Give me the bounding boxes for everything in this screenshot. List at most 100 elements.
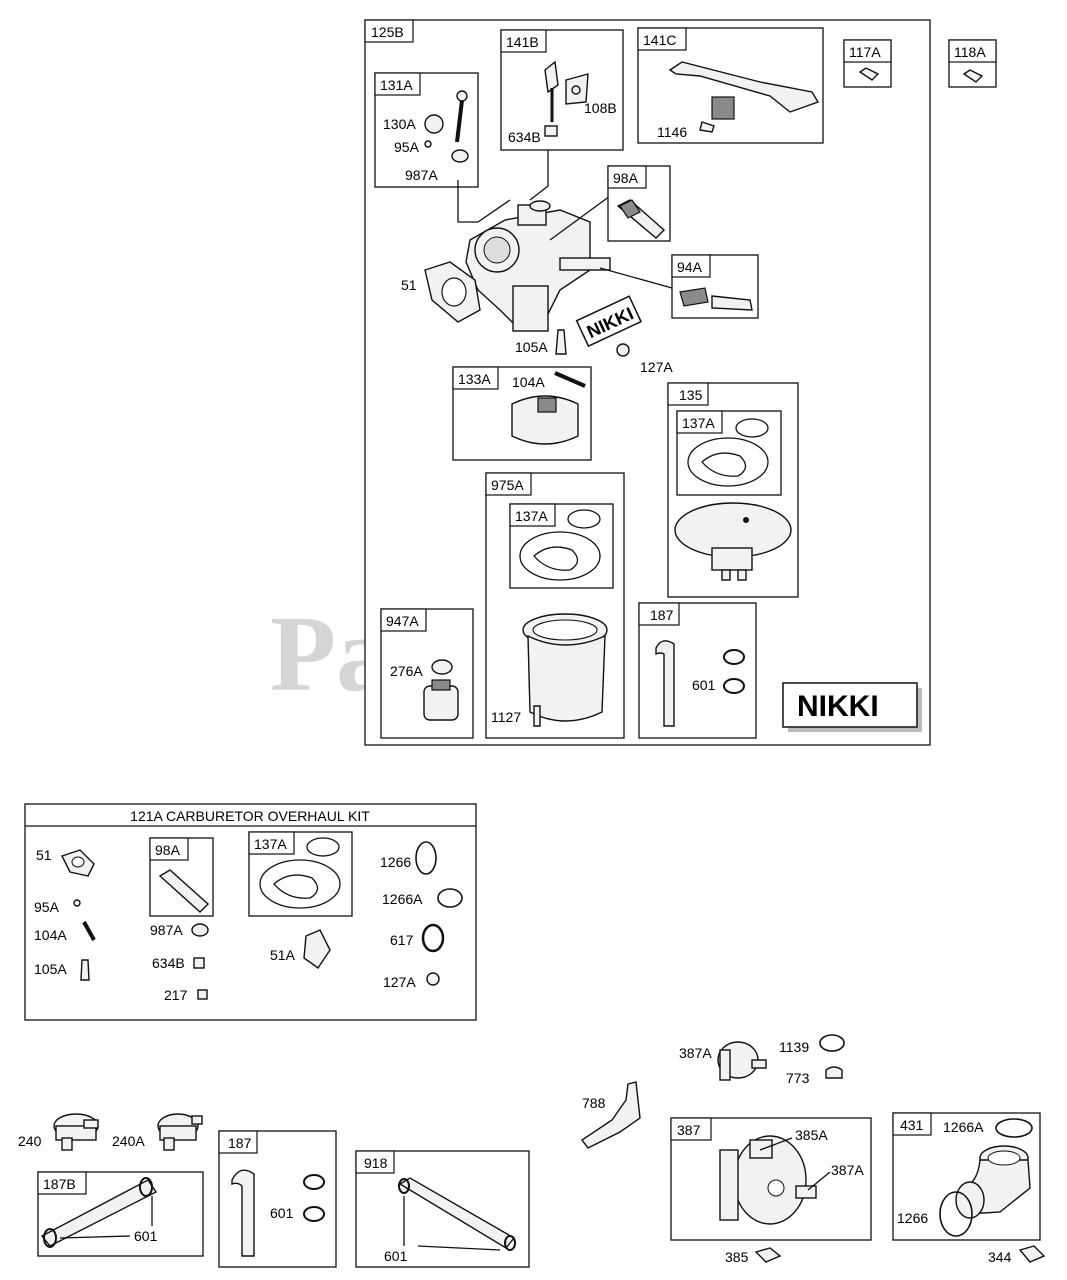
label-918: 918 — [364, 1155, 388, 1171]
label-98A: 98A — [613, 170, 639, 186]
kit-tag-137A — [248, 831, 295, 855]
kit-part-987A — [191, 923, 209, 937]
washer-276A — [431, 659, 453, 675]
label-127A: 127A — [640, 359, 673, 375]
oring-137A-upper — [735, 418, 769, 438]
kit-label-987A: 987A — [150, 922, 183, 938]
label-276A: 276A — [390, 663, 423, 679]
idle-screw-98A — [616, 199, 666, 239]
screw-385 — [754, 1247, 782, 1263]
seat-127A — [616, 343, 630, 357]
label-130A: 130A — [383, 116, 416, 132]
kit-label-617: 617 — [390, 932, 414, 948]
tag-117A — [843, 39, 892, 63]
label-94A: 94A — [677, 259, 703, 275]
filter-240A — [157, 1113, 203, 1151]
kit-label-95A: 95A — [34, 899, 60, 915]
throttle-lever-part — [668, 61, 820, 133]
label-1139: 1139 — [779, 1039, 809, 1055]
nikki-label — [782, 682, 918, 728]
fuel-pump: 788 387A 1139 773 387 385A 387A 385 — [580, 1034, 872, 1265]
tag-137A-lower — [509, 503, 556, 527]
kit-label-1266A: 1266A — [382, 891, 423, 907]
label-240A: 240A — [112, 1133, 145, 1149]
tag-135 — [667, 382, 709, 406]
label-187B: 187B — [43, 1176, 76, 1192]
kit-label-1266: 1266 — [380, 854, 411, 870]
leader-387A — [807, 1171, 831, 1191]
clamp-601-b — [723, 678, 745, 694]
carburetor-body — [465, 200, 611, 332]
label-1266-431: 1266 — [897, 1210, 928, 1226]
label-385A: 385A — [795, 1127, 828, 1143]
throttle-shaft-part — [424, 90, 469, 163]
clamp-601-a — [723, 649, 745, 665]
kit-title: 121A CARBURETOR OVERHAUL KIT — [130, 808, 370, 824]
tag-141B — [500, 29, 547, 53]
tag-431 — [892, 1112, 932, 1136]
kit-oring-617 — [421, 923, 445, 953]
tag-975A — [485, 472, 532, 496]
hose-187B — [40, 1179, 158, 1247]
label-601-187: 601 — [270, 1205, 294, 1221]
tag-94A — [671, 254, 711, 278]
kit-label-127A: 127A — [383, 974, 416, 990]
label-601-187B: 601 — [134, 1228, 158, 1244]
leader-385A — [759, 1137, 793, 1151]
label-240: 240 — [18, 1133, 42, 1149]
label-1266A-431: 1266A — [943, 1119, 984, 1135]
kit-screw-98A — [158, 869, 210, 913]
kit-seat-127A — [426, 972, 440, 986]
label-137A-upper: 137A — [682, 415, 715, 431]
label-141B: 141B — [506, 34, 539, 50]
leader-141B — [529, 150, 549, 201]
kit-oring-1266 — [415, 841, 437, 875]
hose-187-lower — [231, 1169, 255, 1257]
kit-oring-137A — [306, 837, 340, 857]
gasket-137A-upper — [687, 437, 769, 487]
label-947A: 947A — [386, 613, 419, 629]
screw-117A — [858, 67, 880, 81]
label-117A: 117A — [849, 44, 881, 60]
nikki-label-text: NIKKI — [797, 690, 879, 723]
overhaul-kit: 121A CARBURETOR OVERHAUL KIT 51 95A 104A… — [24, 803, 477, 1021]
label-1146: 1146 — [657, 124, 687, 140]
kit-gasket-51A — [303, 929, 331, 969]
tag-131A — [374, 72, 421, 96]
label-187-lower: 187 — [228, 1135, 252, 1151]
kit-part-95A — [73, 899, 81, 907]
label-125B: 125B — [371, 24, 404, 40]
kit-label-105A: 105A — [34, 961, 67, 977]
kit-label-51: 51 — [36, 847, 52, 863]
pump-387A — [717, 1041, 767, 1081]
leader-131A — [457, 180, 511, 223]
solenoid-947A — [423, 679, 459, 721]
tag-187 — [638, 602, 680, 626]
label-95A: 95A — [394, 139, 420, 155]
pin-104A — [554, 371, 586, 388]
label-1127: 1127 — [491, 709, 521, 725]
label-431: 431 — [900, 1117, 924, 1133]
mixture-screw-94A — [679, 287, 753, 311]
label-137A-lower: 137A — [515, 508, 548, 524]
label-387: 387 — [677, 1122, 701, 1138]
bracket-788 — [580, 1081, 641, 1149]
label-133A: 133A — [458, 371, 491, 387]
kit-label-634B: 634B — [152, 955, 185, 971]
kit-label-51A: 51A — [270, 947, 296, 963]
label-387A-top: 387A — [679, 1045, 712, 1061]
elbow-assembly: 431 1266A 1266 344 — [892, 1112, 1046, 1265]
tag-187B — [37, 1171, 87, 1195]
kit-label-137A-box: 137A — [254, 836, 287, 852]
tag-125B — [364, 19, 414, 43]
label-344: 344 — [988, 1249, 1012, 1265]
label-385: 385 — [725, 1249, 749, 1265]
bowl-975A — [522, 613, 608, 722]
plug-773 — [825, 1066, 843, 1079]
kit-label-104A: 104A — [34, 927, 67, 943]
pump-body-387 — [719, 1135, 817, 1225]
fuel-filters: 240 240A 187B 601 187 601 918 601 — [18, 1113, 530, 1268]
tag-133A — [452, 366, 499, 390]
label-773: 773 — [786, 1070, 810, 1086]
